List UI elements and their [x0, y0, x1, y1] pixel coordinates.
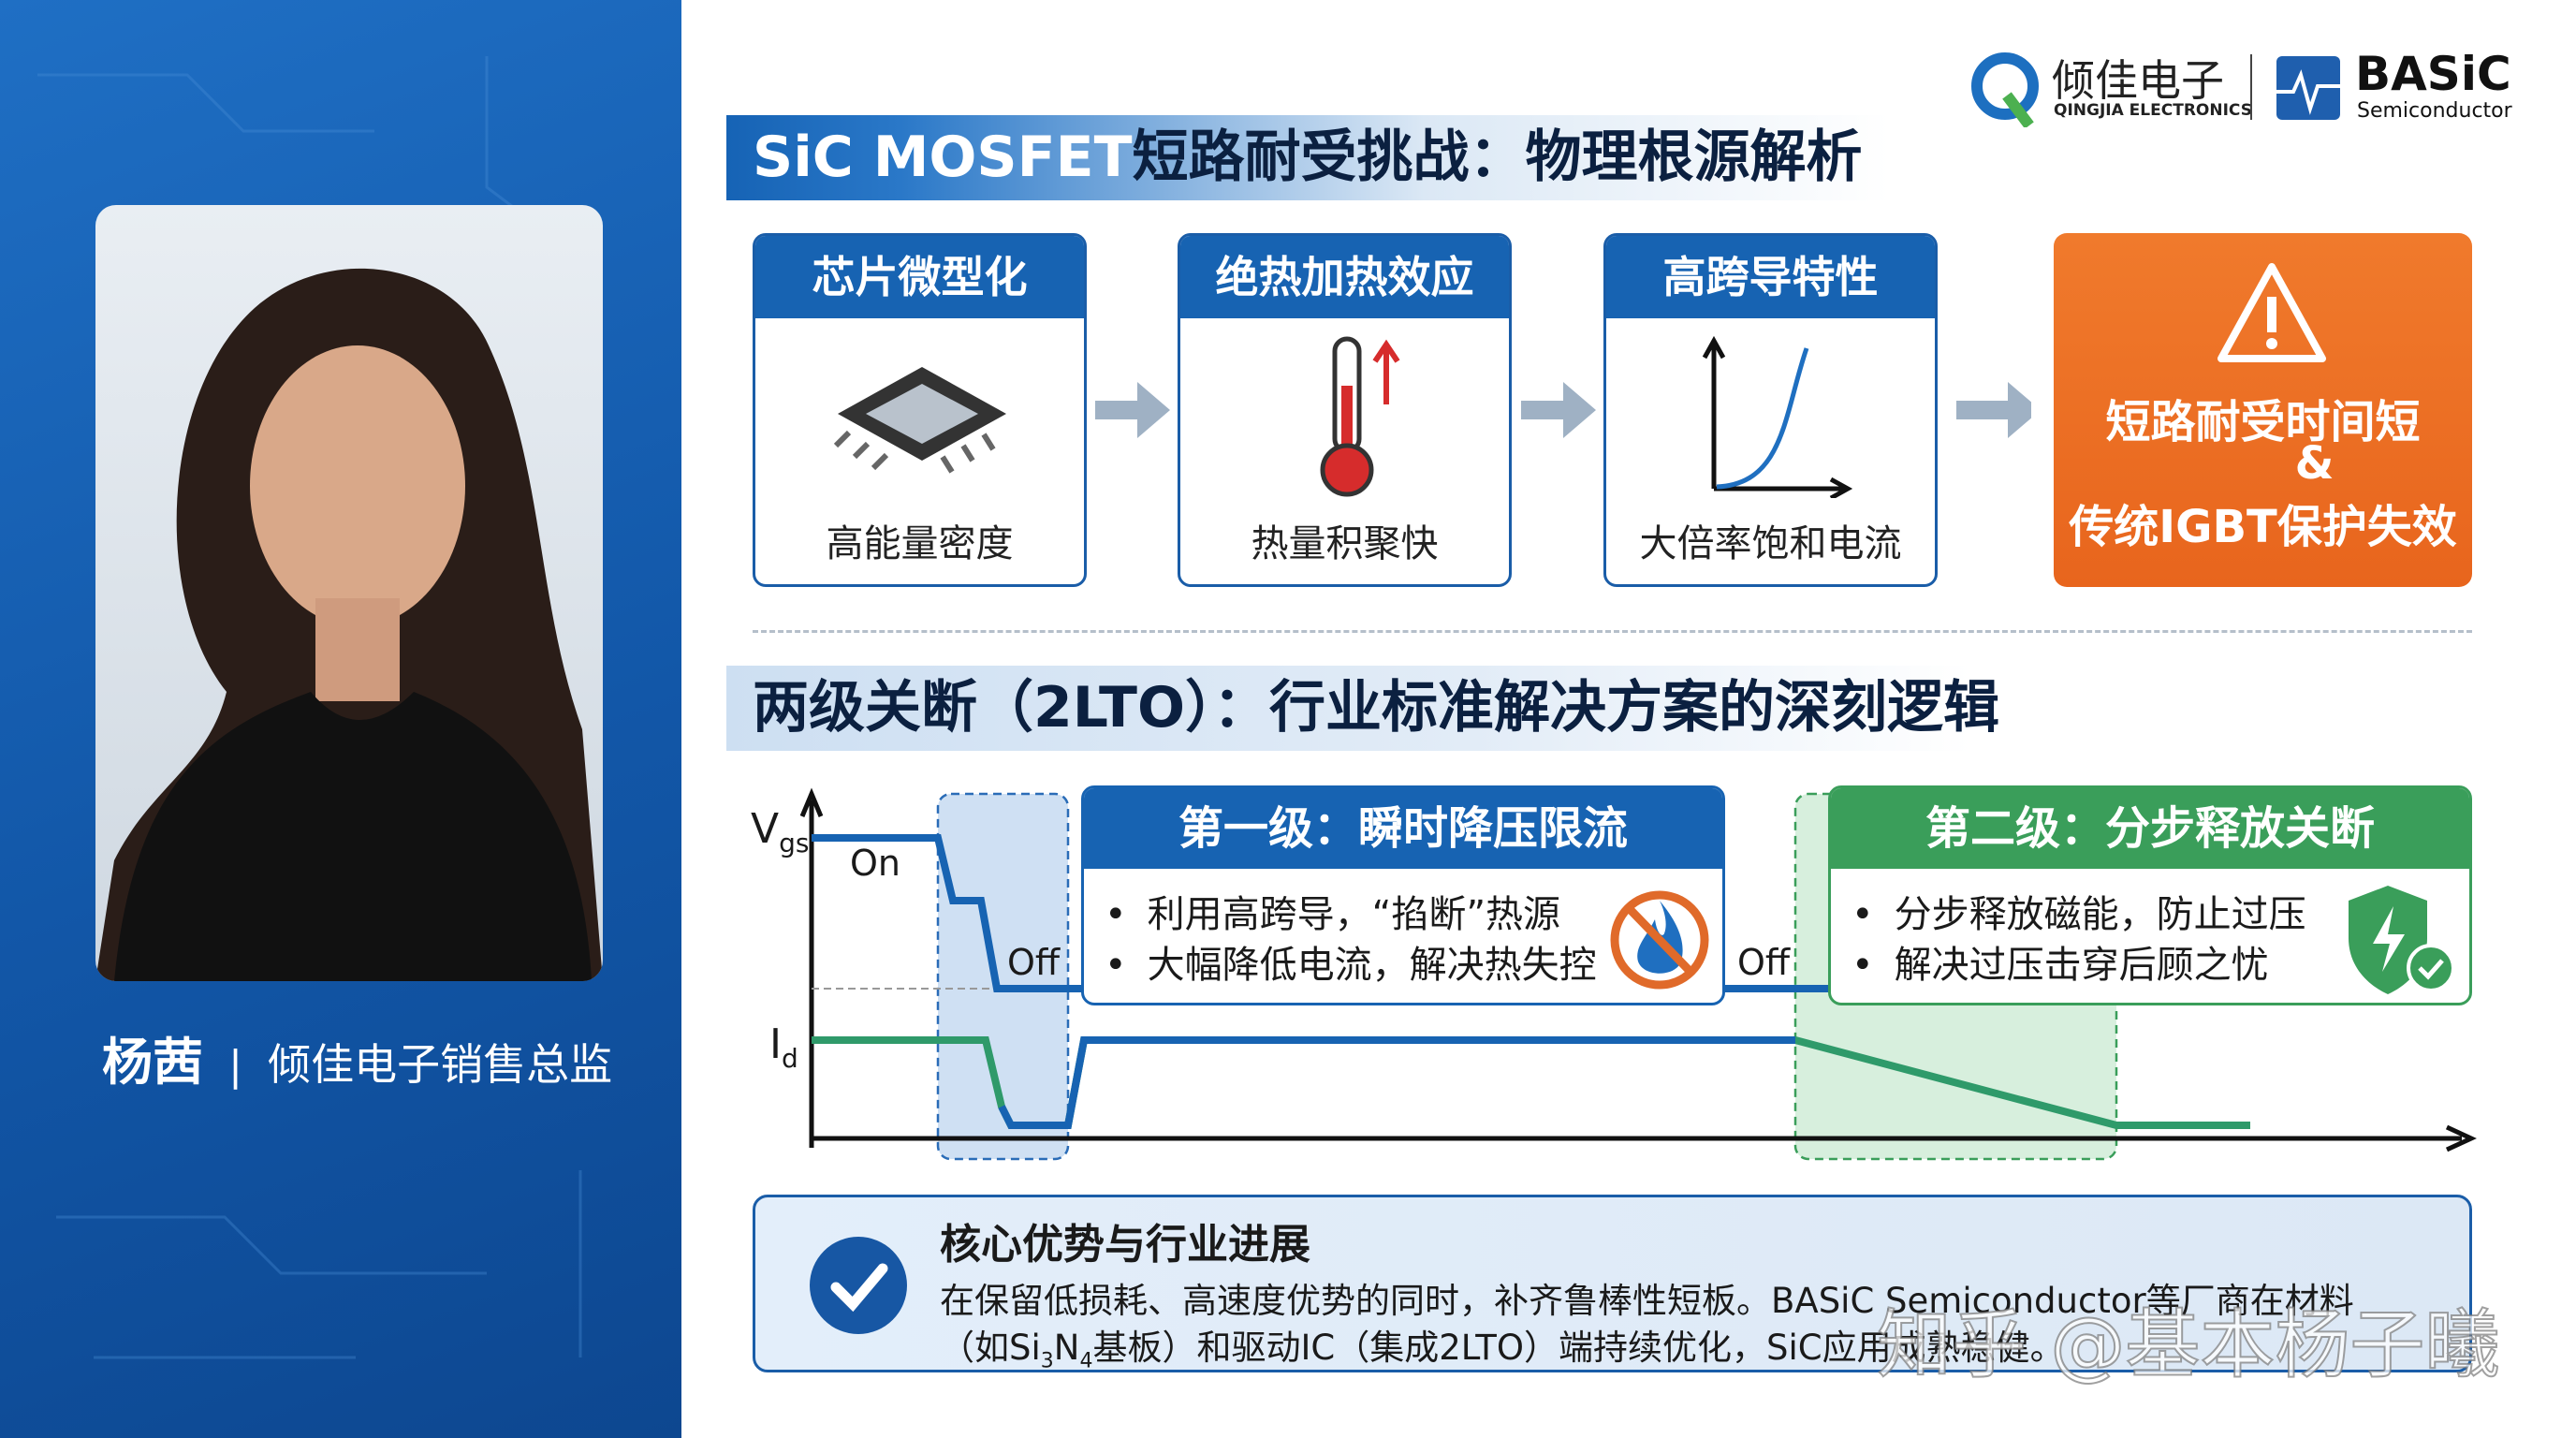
checkmark-icon — [810, 1237, 907, 1334]
title-en: SiC MOSFET — [753, 125, 1133, 190]
stage1-bullet: 大幅降低电流，解决热失控 — [1105, 940, 1722, 990]
card-caption: 大倍率饱和电流 — [1639, 522, 1902, 565]
separator: | — [228, 1042, 242, 1090]
card-header: 高跨导特性 — [1606, 236, 1935, 318]
card-thermal: 绝热加热效应 热量积聚快 — [1178, 233, 1512, 587]
x-axis — [812, 1124, 2477, 1152]
on-label: On — [850, 843, 900, 884]
stage2-bullet: 分步释放磁能，防止过压 — [1852, 889, 2469, 940]
vgs-label: Vgs — [751, 805, 810, 858]
basic-name: BASiC — [2355, 47, 2511, 101]
stage1-bullet: 利用高跨导，“掐断”热源 — [1105, 889, 1722, 940]
result-card: 短路耐受时间短 & 传统IGBT保护失效 — [2054, 233, 2472, 587]
stage1-box: 第一级：瞬时降压限流 利用高跨导，“掐断”热源 大幅降低电流，解决热失控 — [1081, 785, 1725, 1005]
thermometer-icon — [1320, 336, 1400, 497]
no-fire-icon — [1610, 890, 1709, 990]
logo-bar: 倾佳电子 QINGJIA ELECTRONICS BASiC Semicondu… — [1968, 47, 2512, 127]
stage2-bullet: 解决过压击穿后顾之忧 — [1852, 940, 2469, 990]
stage1-header: 第一级：瞬时降压限流 — [1084, 788, 1722, 869]
card-chip: 芯片微型化 高能量密度 — [753, 233, 1087, 587]
curve-graph-icon — [1702, 335, 1853, 498]
warning-icon — [2217, 263, 2326, 362]
section-divider — [753, 630, 2472, 633]
card-caption: 高能量密度 — [826, 522, 1014, 565]
stage1-highlight — [936, 792, 1070, 1161]
chip-icon — [833, 367, 1006, 474]
stage2-box: 第二级：分步释放关断 分步释放磁能，防止过压 解决过压击穿后顾之忧 — [1828, 785, 2472, 1005]
card-transconductance: 高跨导特性 大倍率饱和电流 — [1603, 233, 1938, 587]
summary-title: 核心优势与行业进展 — [940, 1221, 1310, 1269]
result-line2: & — [2294, 437, 2334, 490]
result-line1: 短路耐受时间短 — [2105, 396, 2421, 448]
card-header: 绝热加热效应 — [1180, 236, 1509, 318]
qingjia-logo-icon — [1971, 52, 2039, 127]
stage2-header: 第二级：分步释放关断 — [1831, 788, 2469, 869]
summary-line1: 在保留低损耗、高速度优势的同时，补齐鲁棒性短板。BASiC Semiconduc… — [940, 1281, 2354, 1321]
result-line3: 传统IGBT保护失效 — [2069, 501, 2457, 553]
basic-logo-icon — [2276, 56, 2340, 120]
off-label: Off — [1007, 942, 1061, 983]
speaker-photo — [95, 205, 603, 981]
card-caption: 热量积聚快 — [1251, 522, 1439, 565]
qingjia-name-en: QINGJIA ELECTRONICS — [2054, 101, 2252, 120]
arrow-right-icon — [1956, 382, 2031, 438]
speaker-panel: 杨茜 | 倾佳电子销售总监 — [0, 0, 681, 1438]
id-label: Id — [769, 1020, 798, 1074]
speaker-title: 倾佳电子销售总监 — [268, 1039, 613, 1090]
speaker-name: 杨茜 — [102, 1033, 203, 1092]
y-axis — [799, 787, 824, 1148]
section1-title: SiC MOSFET短路耐受挑战：物理根源解析 — [726, 115, 1889, 200]
card-header: 芯片微型化 — [755, 236, 1084, 318]
summary-box: 核心优势与行业进展 在保留低损耗、高速度优势的同时，补齐鲁棒性短板。BASiC … — [753, 1195, 2472, 1372]
basic-sub: Semiconductor — [2357, 99, 2512, 123]
logo-divider — [2250, 54, 2252, 120]
summary-line2: （如Si3N4基板）和驱动IC（集成2LTO）端持续优化，SiC应用成熟稳健。 — [940, 1328, 2065, 1373]
off-label: Off — [1737, 942, 1791, 983]
watermark: 知乎 @基本杨子曦 — [1876, 1300, 2500, 1389]
arrow-right-icon — [1521, 382, 1596, 438]
shield-bolt-icon — [2349, 886, 2455, 994]
circuit-pattern — [37, 56, 582, 1359]
arrow-right-icon — [1095, 382, 1170, 438]
speaker-caption: 杨茜 | 倾佳电子销售总监 — [102, 1020, 612, 1094]
title-cn: 短路耐受挑战：物理根源解析 — [1132, 125, 1863, 190]
section2-title: 两级关断（2LTO）：行业标准解决方案的深刻逻辑 — [726, 666, 1999, 751]
qingjia-name-cn: 倾佳电子 — [2052, 55, 2224, 106]
